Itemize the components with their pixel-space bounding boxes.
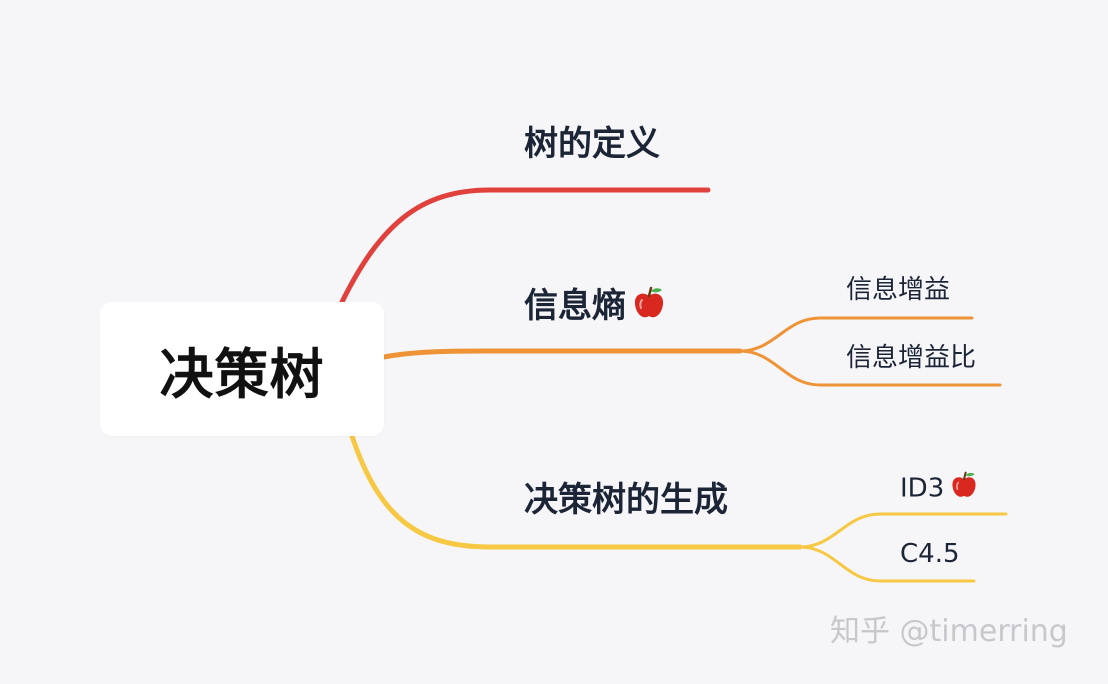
root-node-label: 决策树 xyxy=(159,342,325,406)
branch-node-tree-definition[interactable]: 树的定义 xyxy=(524,124,660,164)
link-entropy-info-gain xyxy=(738,316,974,353)
branch-label: 信息熵 xyxy=(524,286,626,326)
apple-icon xyxy=(632,285,666,330)
branch-label: 树的定义 xyxy=(524,124,660,164)
apple-icon xyxy=(950,470,978,508)
link-entropy-info-gain-ratio xyxy=(738,349,1002,387)
link-root-entropy xyxy=(381,348,743,360)
branch-node-entropy[interactable]: 信息熵 xyxy=(524,285,666,330)
link-generation-id3 xyxy=(798,512,1008,549)
leaf-node-c45[interactable]: C4.5 xyxy=(900,538,960,570)
leaf-node-info-gain[interactable]: 信息增益 xyxy=(846,274,950,306)
watermark: 知乎 @timerring xyxy=(830,614,1068,649)
leaf-label: C4.5 xyxy=(900,539,960,569)
branch-node-generation[interactable]: 决策树的生成 xyxy=(524,480,728,520)
leaf-node-info-gain-ratio[interactable]: 信息增益比 xyxy=(846,342,976,374)
link-root-tree-definition xyxy=(339,187,711,305)
leaf-label: 信息增益 xyxy=(846,275,951,305)
branch-label: 决策树的生成 xyxy=(524,480,728,520)
leaf-label: 信息增益比 xyxy=(846,343,977,373)
root-node[interactable]: 决策树 xyxy=(100,302,384,436)
leaf-label: ID3 xyxy=(900,473,945,504)
link-root-generation xyxy=(349,433,803,550)
link-generation-c45 xyxy=(798,545,976,583)
leaf-node-id3[interactable]: ID3 xyxy=(900,470,978,508)
